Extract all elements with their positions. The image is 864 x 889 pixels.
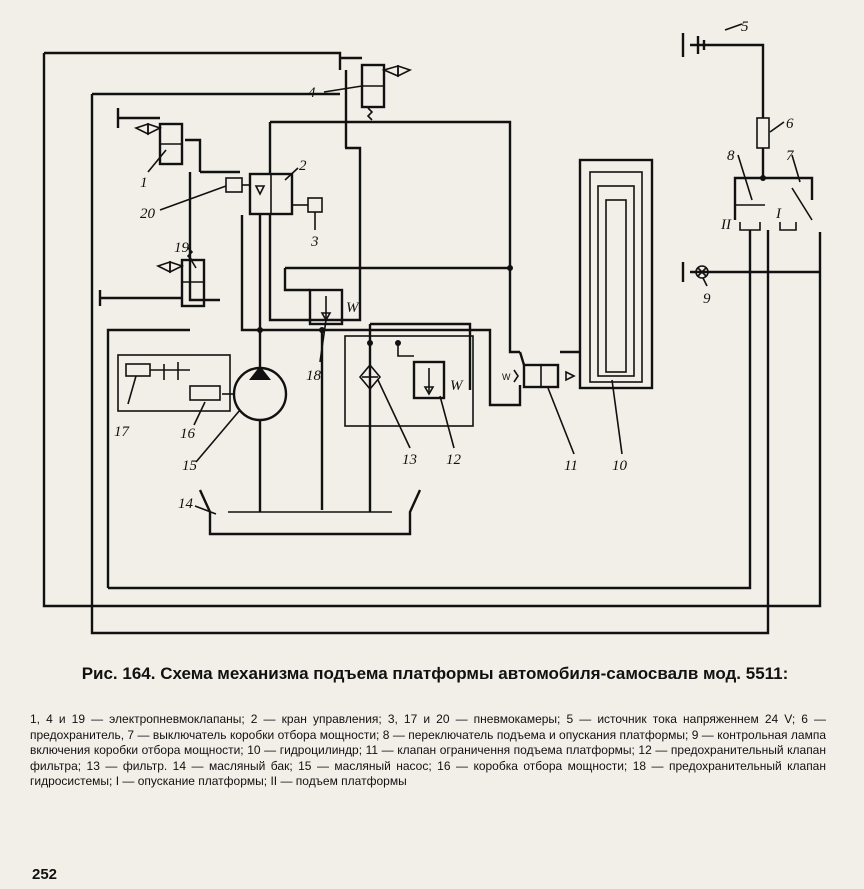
limit-valve-icon — [513, 363, 576, 389]
label-12: 12 — [446, 452, 462, 468]
label-3: 3 — [310, 234, 319, 250]
solenoid-valve-icon — [340, 56, 413, 121]
label-5: 5 — [741, 19, 749, 35]
pump-icon — [222, 366, 288, 422]
label-20: 20 — [140, 206, 156, 222]
leader-lines — [127, 85, 801, 515]
switch-position-II: II — [720, 217, 732, 233]
label-15: 15 — [182, 458, 198, 474]
label-13: 13 — [402, 452, 417, 468]
label-11: 11 — [564, 458, 578, 474]
valve-mark-w: W — [502, 372, 511, 382]
valve-mark-w: W — [450, 378, 464, 394]
label-6: 6 — [786, 116, 794, 132]
label-18: 18 — [306, 368, 322, 384]
oil-tank-icon — [198, 489, 422, 536]
hydraulic-cylinder-icon — [578, 158, 654, 390]
page-number: 252 — [32, 866, 58, 883]
valve-mark-w: W — [346, 300, 360, 316]
label-14: 14 — [178, 496, 194, 512]
wiring — [42, 43, 822, 635]
pto-box-icon — [117, 354, 231, 412]
battery-icon — [681, 23, 743, 57]
junction-dots — [257, 265, 513, 346]
hydraulic-lines — [240, 70, 580, 512]
label-8: 8 — [727, 148, 735, 164]
control-valve-icon — [225, 172, 323, 216]
solenoid-valve-icon — [116, 108, 184, 166]
figure-caption-legend: 1, 4 и 19 — электропневмоклапаны; 2 — кр… — [30, 712, 826, 788]
label-7: 7 — [786, 148, 795, 164]
label-19: 19 — [174, 240, 190, 256]
solenoid-valve-icon — [98, 247, 206, 308]
label-9: 9 — [703, 291, 711, 307]
switch-position-I: I — [775, 206, 782, 222]
label-2: 2 — [299, 158, 307, 174]
switch-icon — [735, 175, 813, 231]
label-10: 10 — [612, 458, 628, 474]
hydraulic-schematic: 1 2 3 4 5 6 7 8 9 10 11 12 13 14 15 16 1… — [42, 19, 822, 635]
label-4: 4 — [308, 85, 316, 101]
lamp-icon — [681, 262, 709, 282]
filter-unit-icon — [344, 335, 474, 427]
label-1: 1 — [140, 175, 148, 191]
fuse-icon — [756, 117, 770, 149]
component-labels: 1 2 3 4 5 6 7 8 9 10 11 12 13 14 15 16 1… — [114, 19, 795, 512]
label-17: 17 — [114, 424, 131, 440]
figure-caption-title: Рис. 164. Схема механизма подъема платфо… — [81, 664, 789, 683]
label-16: 16 — [180, 426, 196, 442]
